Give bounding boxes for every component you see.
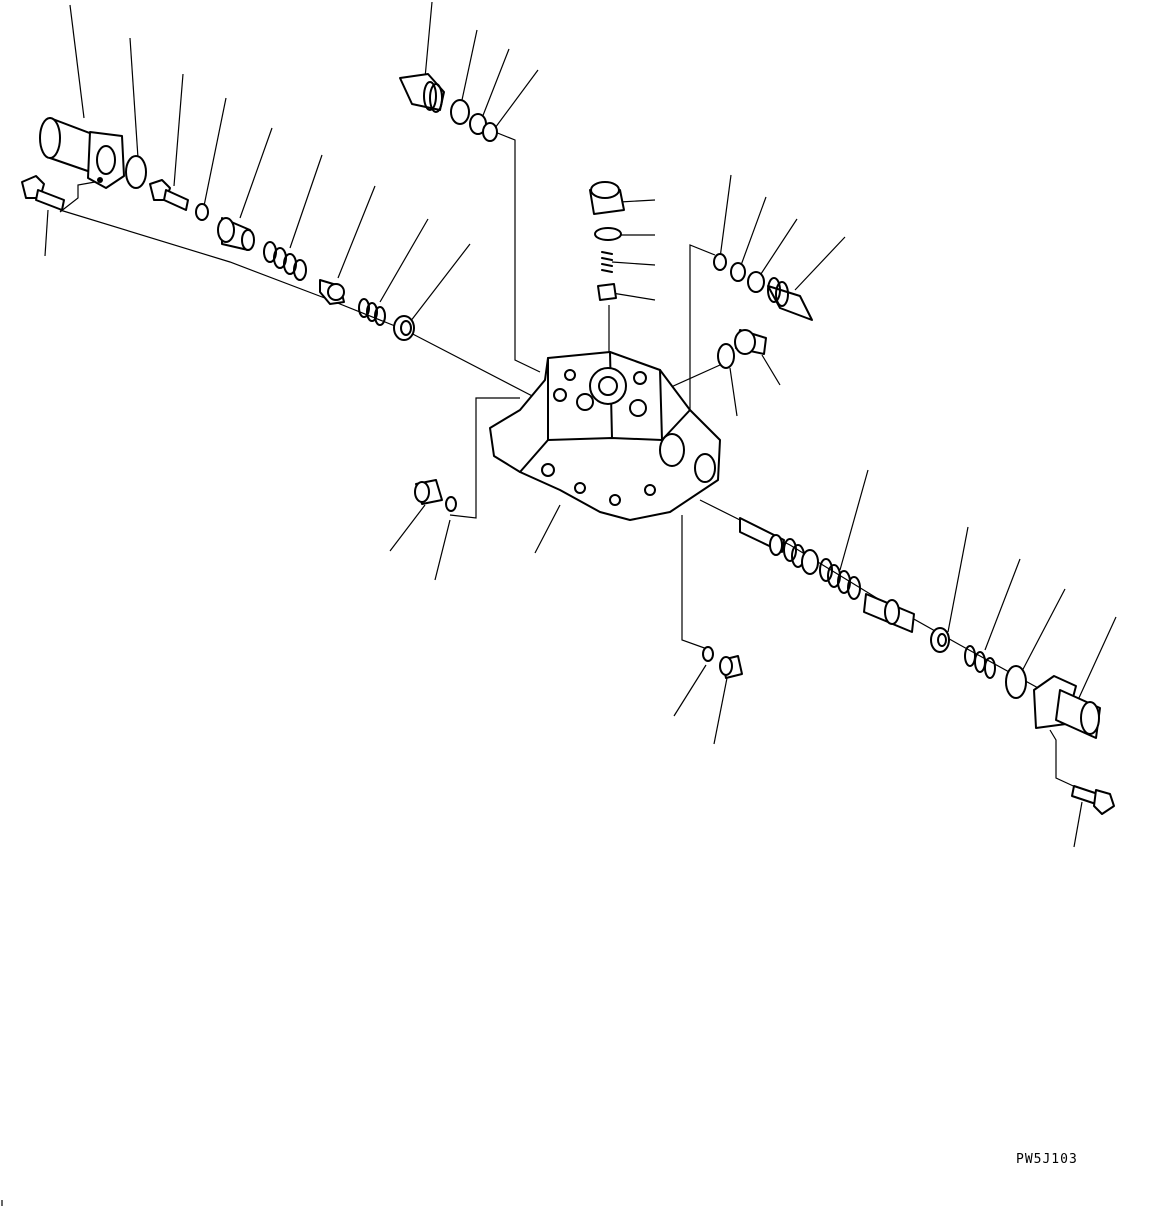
upper-left-mounting-bolt (21, 175, 65, 211)
valve-body (489, 351, 721, 521)
upper-left-o-ring-large (125, 155, 147, 189)
upper-left-small-spring (358, 298, 386, 326)
upper-left-stopper-bolt (319, 279, 345, 305)
lower-right-cylinder-cover (1033, 675, 1101, 739)
lower-middle-plug (719, 655, 743, 679)
check-valve-spring (601, 251, 613, 273)
lower-right-mounting-bolt (1071, 785, 1115, 815)
check-valve-poppet (597, 283, 617, 301)
right-upper-o-ring-c (747, 271, 765, 293)
spool-assembly (739, 517, 915, 633)
lower-right-spring (964, 645, 996, 679)
right-upper-o-ring-b (730, 262, 746, 282)
right-upper-o-ring-a (713, 253, 727, 271)
upper-left-spring (263, 241, 307, 281)
upper-left-collar (393, 315, 415, 341)
upper-left-plug-screw (149, 179, 189, 211)
top-o-ring (450, 99, 470, 125)
spool-end-collar (930, 627, 950, 653)
check-valve-plug (589, 181, 625, 241)
right-side-plug (734, 329, 767, 355)
drawing-code: PW5J103 (1016, 1152, 1078, 1167)
upper-left-retainer (217, 217, 255, 251)
leader-brackets (59, 129, 1083, 791)
right-side-o-ring (717, 343, 735, 369)
lower-left-o-ring (445, 496, 457, 512)
upper-left-axis-line (59, 209, 541, 401)
lower-middle-o-ring (702, 646, 714, 662)
top-backup-ring (469, 113, 498, 142)
lower-right-o-ring-large (1005, 665, 1027, 699)
callout-leaders (44, 1, 1117, 848)
lower-left-plug (414, 479, 443, 505)
right-upper-plug (767, 277, 813, 321)
upper-left-cylinder-cover (39, 117, 125, 189)
top-relief-plug (399, 73, 445, 113)
upper-left-small-washer (195, 203, 209, 221)
